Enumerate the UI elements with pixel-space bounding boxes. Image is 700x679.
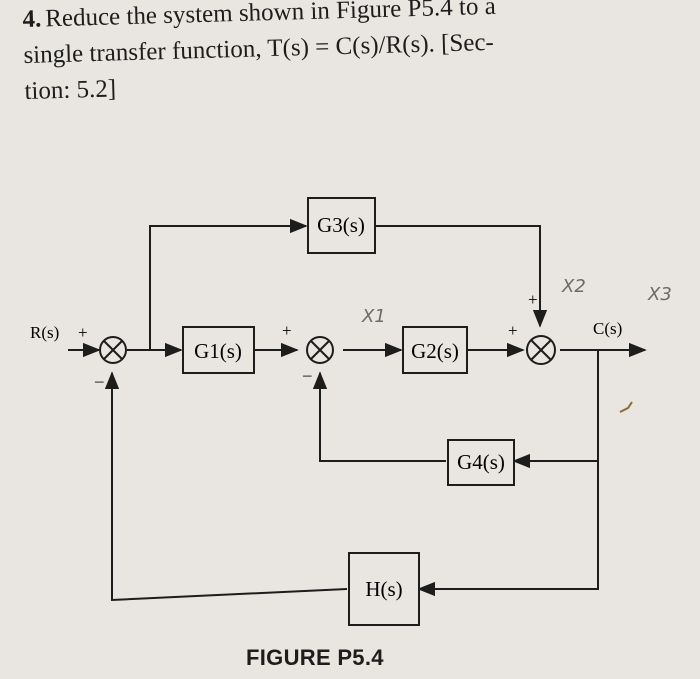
g4-to-s2-line <box>312 371 446 462</box>
s1-plus-sign: + <box>78 323 88 342</box>
s3-plus-top-sign: + <box>528 290 538 309</box>
output-label: C(s) <box>593 319 622 338</box>
input-label: R(s) <box>30 323 59 342</box>
block-g2 <box>402 326 468 374</box>
summing-junction-3 <box>526 335 556 365</box>
g3-feedforward-line <box>149 218 308 350</box>
block-h <box>348 552 420 626</box>
h-to-s1-line <box>104 371 348 602</box>
g4-label: G4(s) <box>457 450 505 474</box>
g3-label: G3(s) <box>317 213 365 237</box>
s3-plus-left-sign: + <box>508 321 518 340</box>
output-to-g4-line <box>512 350 599 469</box>
s2-plus-sign: + <box>282 321 292 340</box>
g3-to-s3-line <box>375 225 548 328</box>
handwritten-x3: X3 <box>647 284 672 305</box>
h-label: H(s) <box>365 577 402 601</box>
g1-label: G1(s) <box>194 339 242 363</box>
handwritten-tick-mark <box>619 401 633 413</box>
handwritten-x1: X1 <box>361 306 386 327</box>
g2-label: G2(s) <box>411 339 459 363</box>
summing-junction-1 <box>99 336 127 364</box>
figure-caption: FIGURE P5.4 <box>246 645 384 670</box>
block-g4 <box>447 439 515 486</box>
block-g3 <box>307 197 376 254</box>
s1-minus-sign: – <box>94 371 104 390</box>
summing-junction-2 <box>306 336 334 364</box>
output-to-h-line <box>417 461 599 597</box>
handwritten-x2: X2 <box>561 276 586 297</box>
s2-minus-sign: – <box>302 365 312 384</box>
block-g1 <box>182 326 255 374</box>
